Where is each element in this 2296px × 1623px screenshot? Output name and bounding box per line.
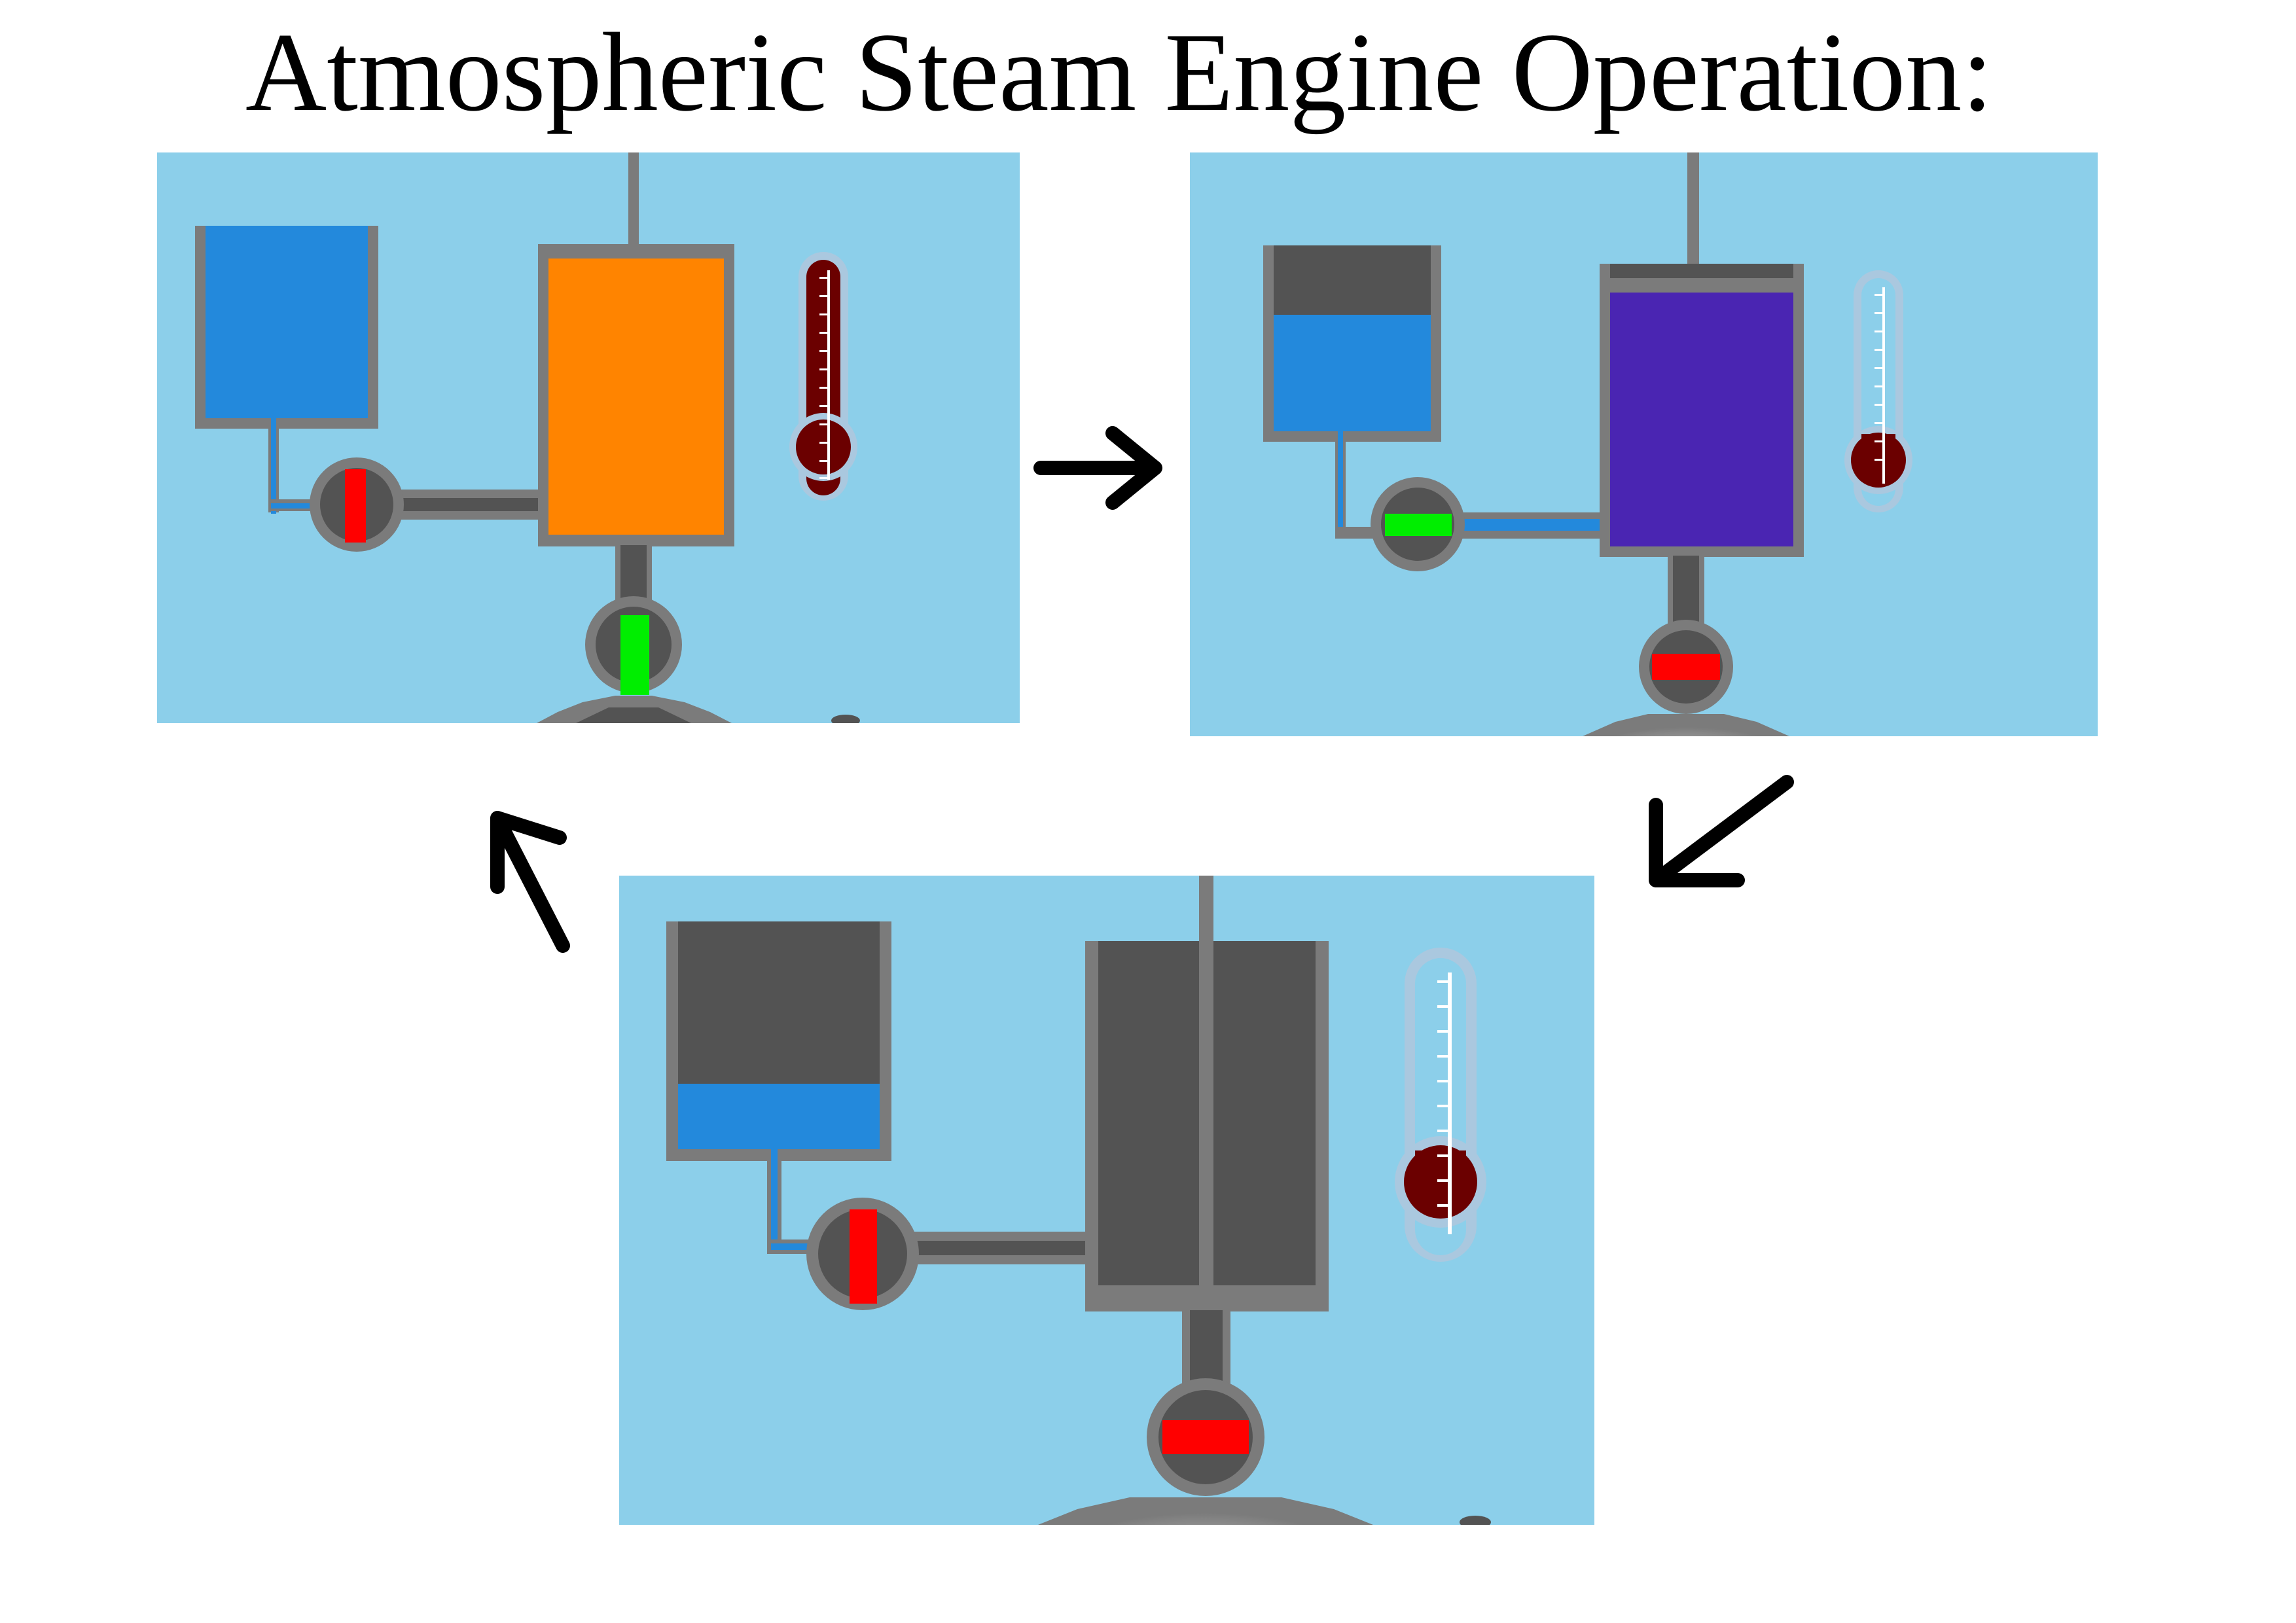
piston bbox=[1610, 264, 1793, 278]
exhaust-valve-open bbox=[620, 615, 649, 695]
stage-3-engine-diagram bbox=[619, 876, 1594, 1525]
stage-2-panel bbox=[1190, 152, 2098, 736]
piston-rod bbox=[628, 152, 639, 249]
piston-rod bbox=[1687, 152, 1699, 283]
thermometer-cold-icon bbox=[1844, 270, 1912, 512]
stage-1-engine-diagram bbox=[157, 152, 1020, 723]
stage-3-panel bbox=[619, 876, 1594, 1525]
thermometer-hot-icon bbox=[789, 252, 857, 501]
thermometer-cold-icon bbox=[1395, 948, 1486, 1262]
reservoir-water bbox=[1274, 315, 1431, 431]
arrow-up-left-icon bbox=[490, 811, 570, 953]
exhaust-valve-closed bbox=[1162, 1420, 1249, 1454]
inlet-valve-open bbox=[1385, 514, 1452, 536]
reservoir-water bbox=[678, 1084, 880, 1149]
exhaust-valve-closed bbox=[1652, 654, 1720, 680]
arrow-down-left-icon bbox=[1649, 775, 1794, 887]
stage-2-engine-diagram bbox=[1190, 152, 2098, 736]
inlet-valve-closed bbox=[850, 1209, 877, 1304]
cylinder-steam bbox=[548, 259, 724, 535]
piston-rod bbox=[1199, 876, 1213, 1288]
inlet-valve-closed bbox=[345, 469, 366, 543]
arrow-right-icon bbox=[1033, 426, 1162, 510]
reservoir-water bbox=[206, 226, 368, 418]
piston bbox=[1098, 1285, 1316, 1298]
diagram-title: Atmospheric Steam Engine Operation: bbox=[245, 10, 1994, 135]
water-spray-flow bbox=[1439, 519, 1648, 531]
stage-1-panel bbox=[157, 152, 1020, 723]
cylinder-condensing bbox=[1610, 293, 1793, 546]
